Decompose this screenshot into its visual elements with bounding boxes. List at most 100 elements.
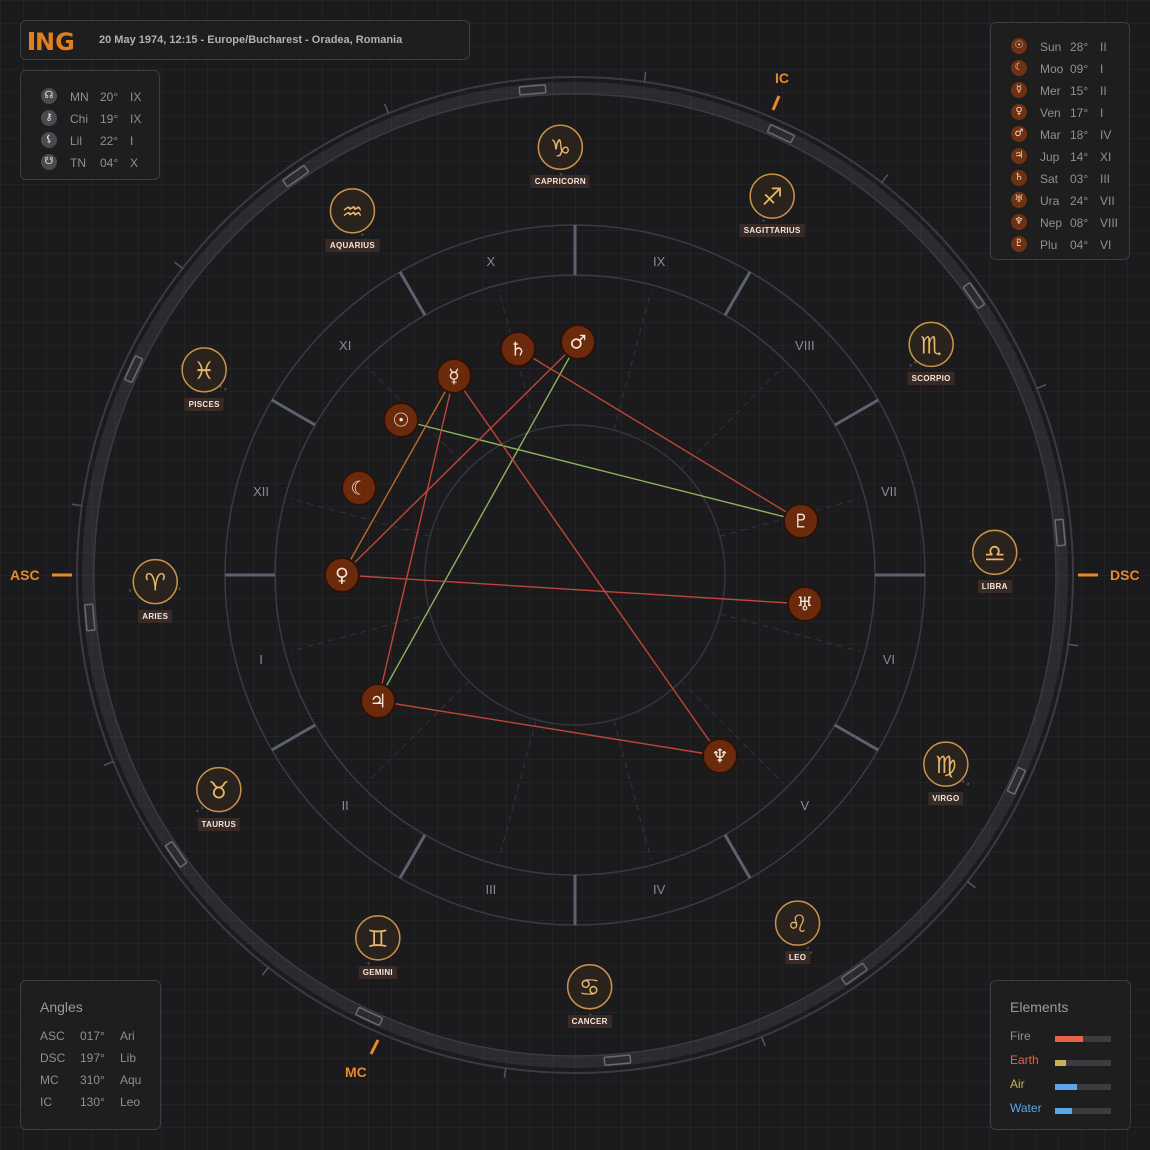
sign-sagittarius: ♐ xyxy=(749,173,795,219)
house-numeral: I xyxy=(259,652,263,667)
sign-glyph-icon: ♈ xyxy=(144,569,166,597)
house-numeral: III xyxy=(485,882,496,897)
house-ring-inner xyxy=(274,274,876,876)
sun-icon[interactable] xyxy=(383,402,419,438)
outer-tick xyxy=(760,1036,766,1047)
moon-marker[interactable]: ☾ xyxy=(341,470,377,506)
row-house: II xyxy=(1100,40,1107,54)
element-bar-fill xyxy=(1055,1036,1083,1042)
sign-label-gemini: GEMINI xyxy=(358,965,397,979)
mercury-icon[interactable] xyxy=(436,358,472,394)
lilith-icon: ⚸ xyxy=(41,132,57,148)
sign-gemini: ♊ xyxy=(355,915,401,961)
sign-emblem xyxy=(971,529,1018,576)
sun-glyph: ☉ xyxy=(392,410,409,432)
pluto-icon[interactable] xyxy=(783,503,819,539)
element-label: Fire xyxy=(1010,1029,1031,1043)
saturn-icon[interactable] xyxy=(500,331,536,367)
house-cusp xyxy=(834,723,879,752)
neptune-icon[interactable] xyxy=(702,738,738,774)
saturn-icon: ♄ xyxy=(1011,170,1027,186)
mercury-marker[interactable]: ☿ xyxy=(436,358,472,394)
mars-marker[interactable]: ♂ xyxy=(560,324,596,360)
dsc-label: DSC xyxy=(1110,567,1140,583)
uranus-icon[interactable] xyxy=(787,586,823,622)
row-deg: 08° xyxy=(1070,216,1089,230)
row-name: Moo xyxy=(1040,62,1064,76)
row-name: Sat xyxy=(1040,172,1059,186)
row-deg: 03° xyxy=(1070,172,1089,186)
house-cusp xyxy=(834,398,879,427)
sign-emblem xyxy=(566,963,613,1010)
mercury-glyph: ☿ xyxy=(448,366,460,388)
sign-label-leo: LEO xyxy=(784,951,811,965)
row-house: X xyxy=(130,156,139,170)
sign-glyph-icon: ♊ xyxy=(367,925,389,953)
band-marker xyxy=(124,355,144,384)
row-house: IV xyxy=(1100,128,1112,142)
sign-glyph-icon: ♎ xyxy=(984,539,1006,567)
pluto-marker[interactable]: ♇ xyxy=(783,503,819,539)
neptune-glyph: ♆ xyxy=(711,746,728,768)
angles-panel: Angles ASC 017° Ari DSC 197° Lib MC 310°… xyxy=(20,980,161,1130)
element-bar-track xyxy=(1055,1060,1111,1066)
band-marker xyxy=(1006,766,1026,795)
planet-markers: ☉ ☾ ☿ ♀ ♂ ♃ ♄ ♅ ♆ ♇ xyxy=(324,324,823,774)
outer-tick xyxy=(174,261,184,269)
sign-label-scorpio: SCORPIO xyxy=(907,372,955,386)
neptune-marker[interactable]: ♆ xyxy=(702,738,738,774)
sign-emblem xyxy=(196,766,242,813)
house-cusp xyxy=(271,723,316,752)
inner-ray xyxy=(613,289,652,431)
element-row-air: Air xyxy=(1010,1077,1130,1095)
moon-glyph: ☾ xyxy=(350,478,367,500)
row-deg: 28° xyxy=(1070,40,1089,54)
sun-marker[interactable]: ☉ xyxy=(383,402,419,438)
venus-icon[interactable] xyxy=(324,557,360,593)
row-deg: 15° xyxy=(1070,84,1089,98)
ic-label: IC xyxy=(775,70,789,86)
jupiter-marker[interactable]: ♃ xyxy=(360,683,396,719)
moon-icon[interactable] xyxy=(341,470,377,506)
sign-label-aquarius: AQUARIUS xyxy=(325,238,379,252)
house-numeral: II xyxy=(342,798,349,813)
mars-icon[interactable] xyxy=(560,324,596,360)
sign-glyph-icon: ♑ xyxy=(550,134,572,162)
sign-glyph-icon: ♉ xyxy=(208,777,230,805)
sign-virgo: ♍ xyxy=(923,741,969,787)
mc-label: MC xyxy=(345,1064,367,1080)
inner-ray xyxy=(498,289,537,431)
uranus-marker[interactable]: ♅ xyxy=(787,586,823,622)
element-bar-fill xyxy=(1055,1060,1067,1066)
outer-tick xyxy=(103,760,114,766)
row-name: TN xyxy=(70,156,86,170)
outer-tick xyxy=(881,174,889,184)
jupiter-icon: ♃ xyxy=(1011,148,1027,164)
house-numeral: IX xyxy=(653,254,666,269)
row-house: VI xyxy=(1100,238,1112,252)
pluto-glyph: ♇ xyxy=(792,511,809,533)
saturn-marker[interactable]: ♄ xyxy=(500,331,536,367)
element-bar-fill xyxy=(1055,1084,1078,1090)
inner-ray xyxy=(366,366,470,470)
venus-marker[interactable]: ♀ xyxy=(324,557,360,593)
inner-ray xyxy=(289,498,431,537)
mars-glyph: ♂ xyxy=(569,332,586,354)
row-name: Plu xyxy=(1040,238,1058,252)
logo: NG xyxy=(29,28,75,56)
aspect-ring xyxy=(424,424,726,726)
sign-label-sagittarius: SAGITTARIUS xyxy=(739,224,805,238)
row-deg: 17° xyxy=(1070,106,1089,120)
row-name: Ven xyxy=(1040,106,1061,120)
house-numeral: VII xyxy=(881,484,897,499)
sign-capricorn: ♑ xyxy=(537,124,584,171)
sign-emblem xyxy=(537,124,584,171)
jupiter-icon[interactable] xyxy=(360,683,396,719)
